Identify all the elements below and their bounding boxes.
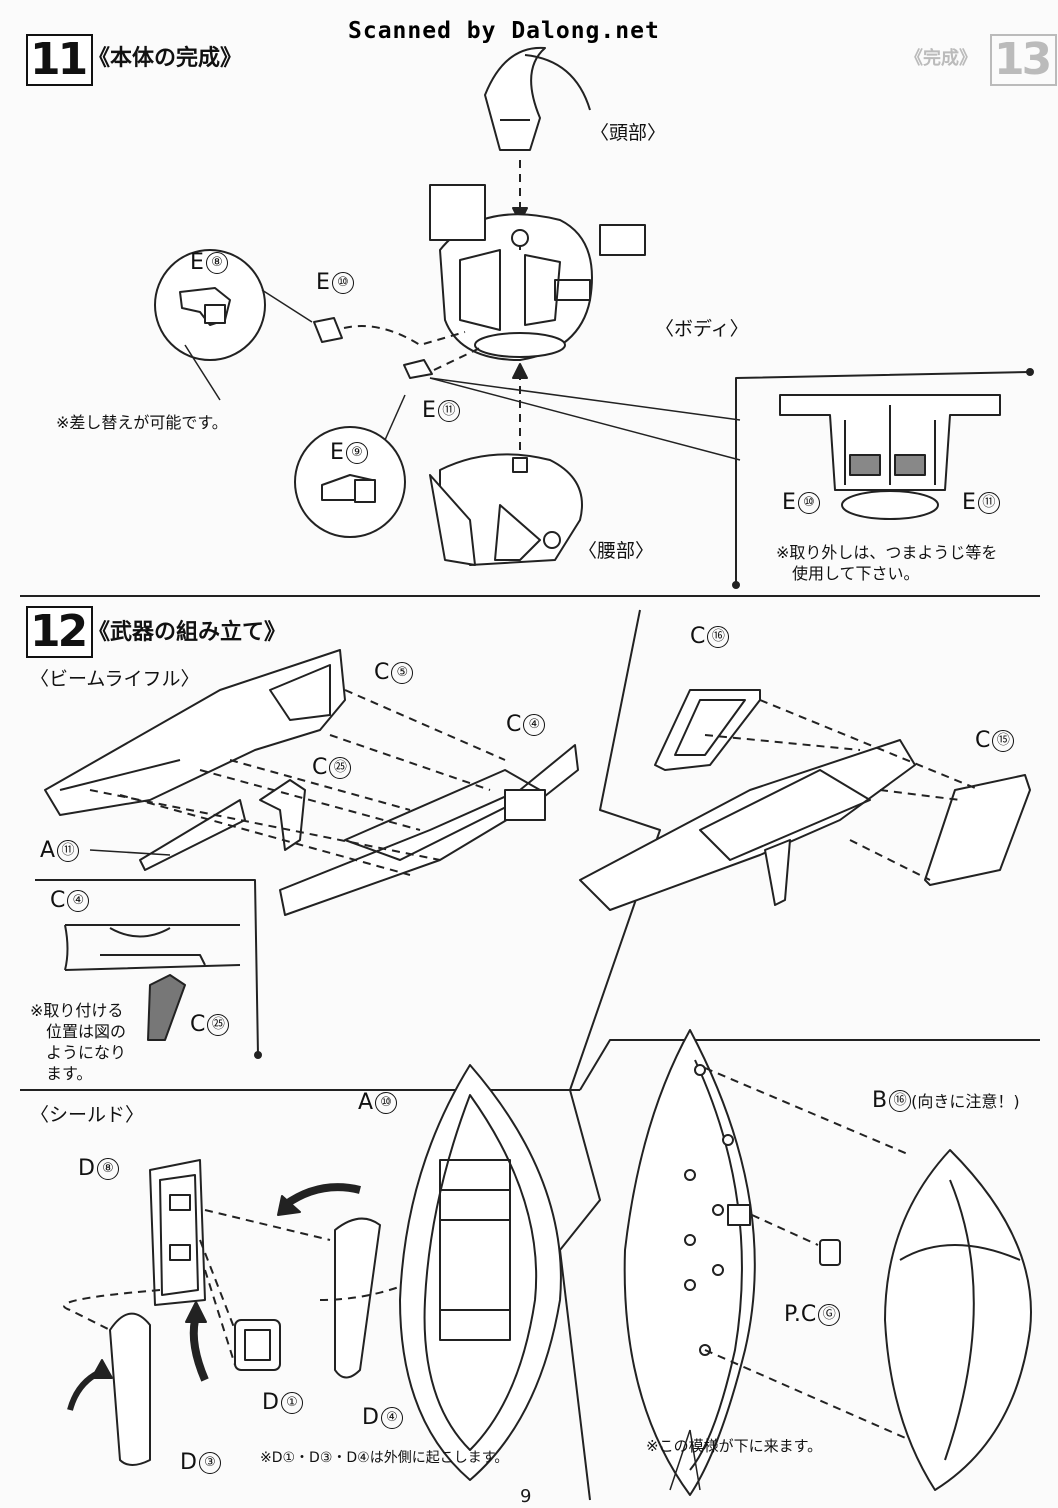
page-number: 9 [520, 1486, 532, 1507]
step-11-title: 《本体の完成》 [88, 46, 243, 71]
label-head: 〈頭部〉 [590, 122, 667, 144]
part-e11-drawing [403, 359, 433, 379]
inset-body-drawing [779, 394, 1001, 520]
rifle-c4-drawing [279, 744, 579, 916]
step-11-number: 11 [26, 34, 94, 86]
waist-part-drawing [429, 453, 583, 566]
body-part-drawing [429, 184, 646, 361]
shield-d3-drawing [109, 1312, 151, 1466]
panel-divider [579, 1039, 1040, 1091]
head-part-drawing [484, 46, 591, 151]
rifle-assembled-drawing [579, 739, 916, 911]
note-swappable: ※差し替えが可能です。 [56, 413, 228, 432]
inset-note-removal: ※取り外しは、つまようじ等を 使用して下さい。 [776, 543, 998, 583]
shield-d8-frame-drawing [149, 1159, 206, 1306]
step-12-title: 《武器の組み立て》 [88, 620, 287, 645]
label-beam-rifle: 〈ビームライフル〉 [30, 668, 200, 690]
label-shield: 〈シールド〉 [30, 1104, 145, 1126]
detail-note-position: ※取り付ける 位置は図の ようになり ます。 [30, 1001, 127, 1083]
label-body: 〈ボディ〉 [655, 318, 749, 340]
step-12-number: 12 [26, 606, 94, 658]
part-c15-drawing [924, 774, 1031, 886]
rifle-c5-drawing [44, 649, 346, 816]
label-waist: 〈腰部〉 [578, 540, 655, 562]
note-pattern-bottom: ※この模様が下に来ます。 [646, 1437, 823, 1455]
pc-part-drawing [819, 1239, 841, 1266]
step-13-title-bleed: 《完成》 [905, 48, 977, 69]
shield-inner-drawing [623, 1029, 756, 1496]
part-e10-drawing [313, 317, 343, 343]
shield-d4-drawing [334, 1217, 381, 1379]
scan-credit-banner: Scanned by Dalong.net [348, 18, 660, 44]
part-c16-drawing [654, 689, 761, 771]
shield-a10-drawing [399, 1064, 562, 1481]
rifle-c25-drawing [259, 779, 306, 851]
note-shield-flip-out: ※D①・D③・D④は外側に起こします。 [260, 1450, 509, 1466]
detail-drawing [64, 924, 241, 1041]
step-13-number-bleed: 13 [990, 34, 1058, 86]
part-e8-drawing [179, 287, 231, 326]
shield-b16-drawing [884, 1149, 1032, 1491]
shield-d1-drawing [234, 1319, 281, 1371]
part-e9-drawing [321, 474, 376, 503]
